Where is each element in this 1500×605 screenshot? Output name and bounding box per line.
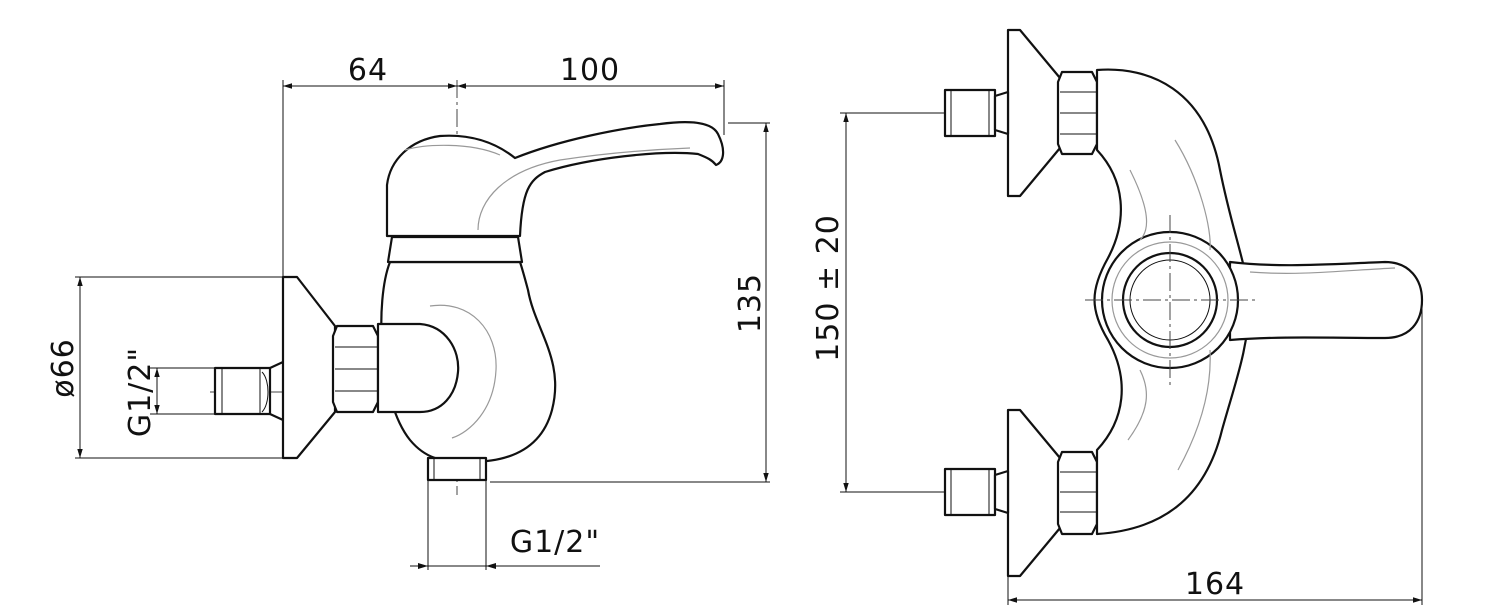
inlet-connector [213, 366, 272, 416]
top-view: 150 ± 20 164 [811, 28, 1424, 605]
body-collar [386, 235, 524, 264]
inlet-elbow [376, 322, 460, 414]
dim-label-64: 64 [348, 53, 388, 88]
lower-wall-flange [1006, 408, 1062, 578]
wall-flange [281, 275, 337, 460]
dim-label-inlet-spacing: 150 ± 20 [811, 214, 846, 362]
dim-label-outlet-thread: G1/2" [510, 525, 600, 560]
lower-hex-nut [1056, 450, 1099, 536]
dim-label-135: 135 [733, 273, 768, 333]
lever-handle [385, 121, 725, 238]
lower-inlet-connector [943, 467, 997, 517]
dim-label-flange-diameter: ø66 [46, 338, 81, 398]
upper-inlet-connector [943, 88, 997, 138]
top-lever-handle [1228, 260, 1424, 342]
outlet-connector [426, 456, 488, 482]
upper-wall-flange [1006, 28, 1062, 198]
dim-label-inlet-thread: G1/2" [123, 347, 158, 437]
dim-label-164: 164 [1185, 567, 1245, 602]
dim-label-100: 100 [560, 53, 620, 88]
side-view: 64 100 135 ø66 G1/2" G1/2" [46, 53, 770, 570]
